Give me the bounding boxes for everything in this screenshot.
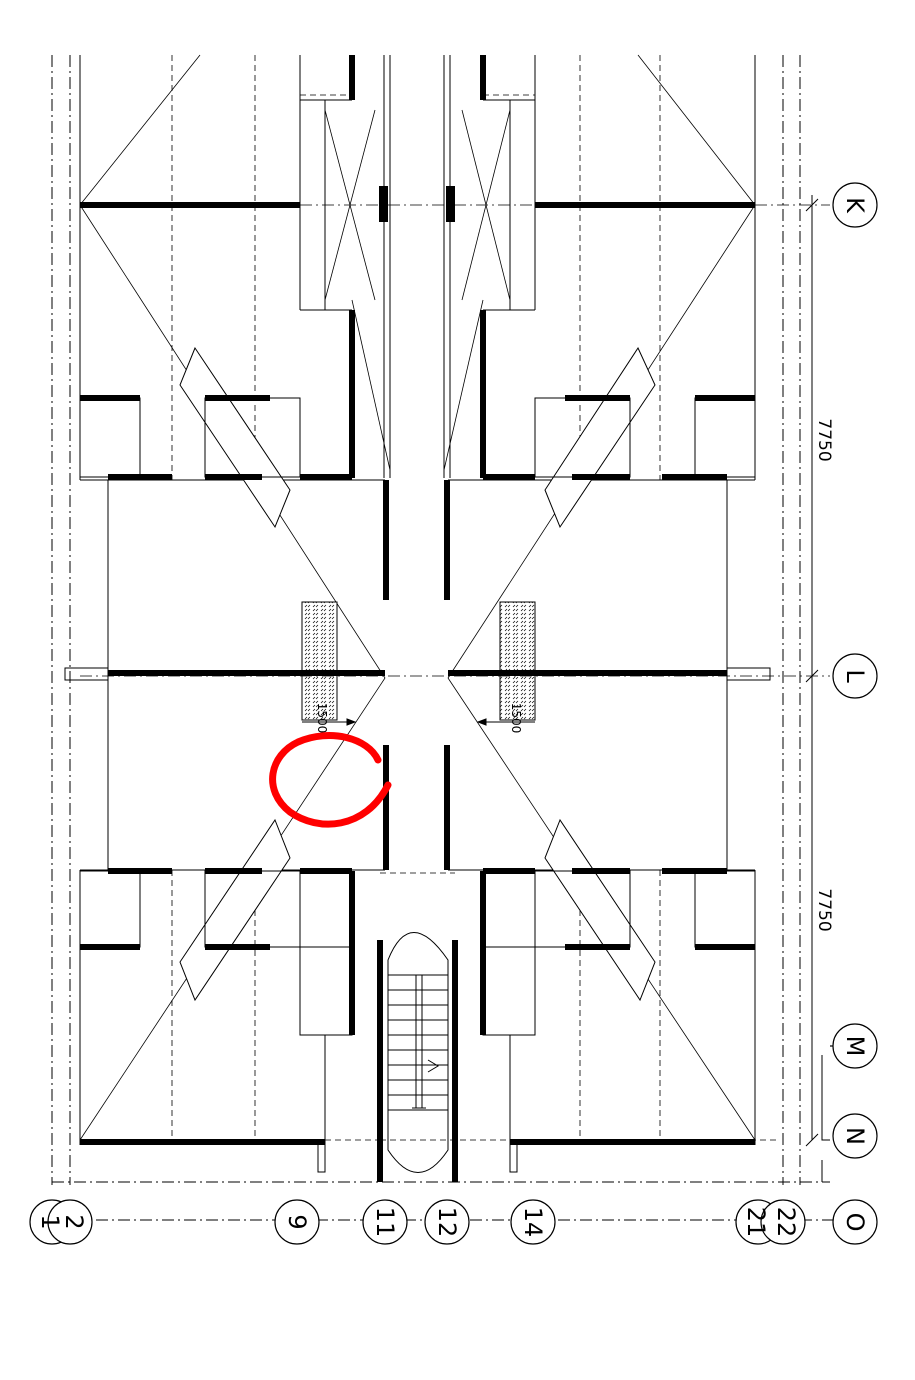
row-bubbles — [830, 182, 878, 1245]
grid-label-row-m: M — [841, 1036, 869, 1057]
grid-label-col-2: 2 — [60, 1214, 88, 1229]
dimension-bay-lower: 7750 — [814, 888, 834, 931]
grid-label-col-21: 21 — [742, 1207, 770, 1238]
row-labels: K L M N O — [841, 197, 869, 1231]
dimension-corridor-right: 1500 — [509, 703, 523, 734]
corridor-arrows — [302, 718, 535, 726]
grid-label-row-l: L — [841, 669, 869, 683]
grid-label-col-9: 9 — [283, 1214, 311, 1229]
grid-label-col-11: 11 — [371, 1207, 399, 1238]
outer-grid-lines — [51, 55, 840, 1221]
grid-label-col-1: 1 — [36, 1214, 64, 1229]
thick-walls — [80, 55, 755, 1182]
building-outline — [79, 55, 756, 1145]
center-grid-lines — [80, 204, 830, 677]
hatched-landings — [301, 601, 536, 721]
dimension-line — [805, 195, 830, 1182]
dimension-labels: 7750 7750 1500 1500 — [315, 418, 834, 931]
grid-label-row-n: N — [841, 1127, 869, 1145]
grid-label-col-12: 12 — [433, 1207, 461, 1238]
grid-label-row-k: K — [841, 197, 869, 214]
diagonal-lines — [79, 54, 756, 1141]
red-markup-circle — [269, 732, 392, 828]
dimension-corridor-left: 1500 — [315, 703, 329, 734]
column-labels: 1 2 9 11 12 14 21 22 — [36, 1207, 800, 1238]
grid-label-col-22: 22 — [772, 1207, 800, 1238]
column-bubbles — [29, 1199, 806, 1245]
room-boxes — [64, 397, 771, 1173]
dimension-bay-upper: 7750 — [814, 418, 834, 461]
column-blocks — [379, 186, 455, 222]
stair — [387, 932, 449, 1173]
grid-label-col-14: 14 — [519, 1207, 547, 1238]
diagonal-arrow-outlines — [179, 346, 656, 1002]
grid-label-row-o: O — [841, 1213, 869, 1232]
